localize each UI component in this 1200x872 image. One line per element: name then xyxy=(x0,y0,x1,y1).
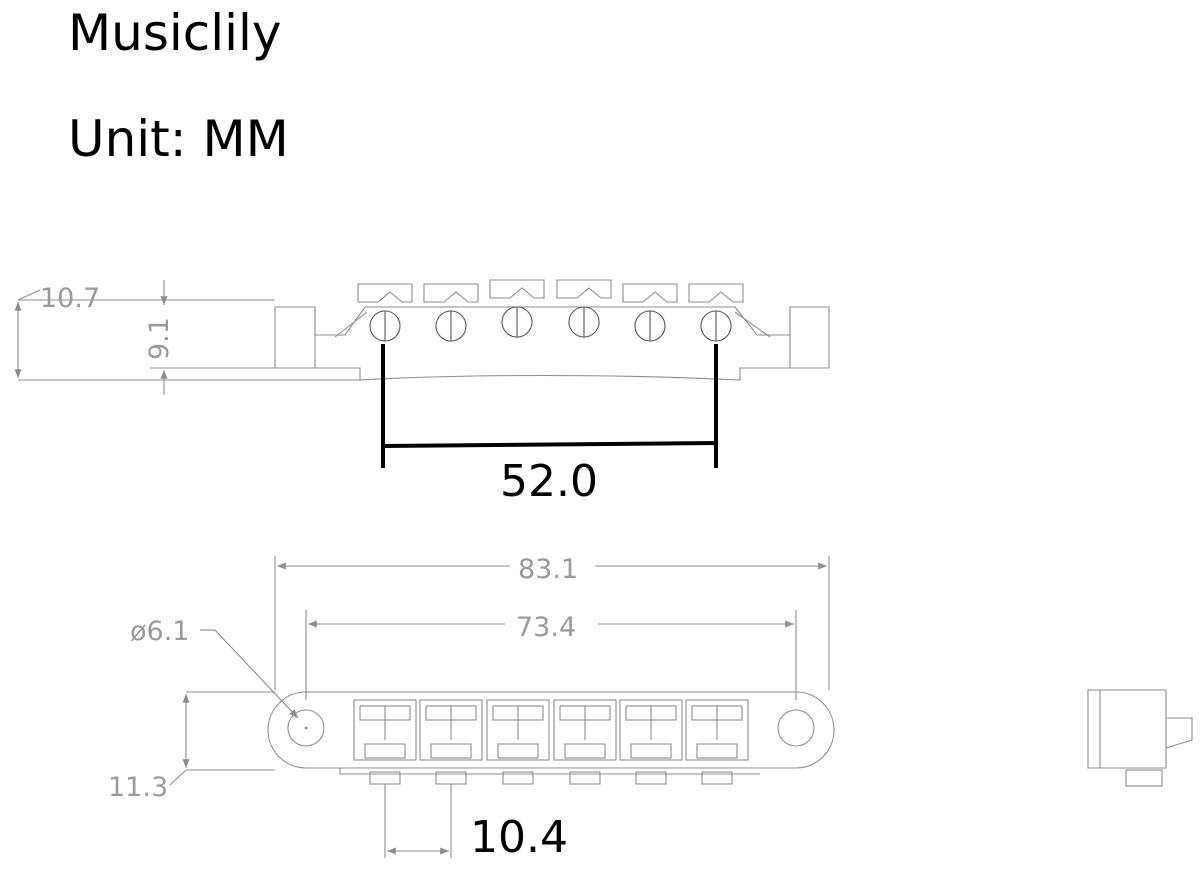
plan-saddle-5 xyxy=(619,699,683,785)
plan-saddle-3-base xyxy=(497,743,539,759)
plan-screw-4 xyxy=(569,771,601,785)
front-left-spring xyxy=(334,311,368,338)
side-view-saddle xyxy=(1165,717,1193,749)
brand-title: Musiclily xyxy=(68,4,282,62)
plan-view: 83.1 73.4 ø6.1 11.3 xyxy=(108,554,1193,863)
plan-saddle-2 xyxy=(419,699,483,785)
plan-saddle-4-base xyxy=(564,743,606,759)
front-saddles xyxy=(357,279,744,303)
plan-saddle-2-body xyxy=(419,699,483,761)
leader-diameter xyxy=(214,629,299,719)
saddle-top-4 xyxy=(556,279,612,299)
stud-hole-left xyxy=(287,709,325,747)
spread-horizontal-line xyxy=(382,441,717,448)
dim-label-spread: 52.0 xyxy=(500,456,598,507)
front-body-outline xyxy=(274,306,830,381)
front-screws xyxy=(369,306,732,342)
base-plate xyxy=(267,691,835,769)
dim-label-diameter: ø6.1 xyxy=(130,616,189,647)
dim-label-inner: 9.1 xyxy=(144,317,175,360)
dim-string-spread: 52.0 xyxy=(381,344,718,507)
plan-saddle-1-body xyxy=(353,699,417,761)
dim-label-stud: 73.4 xyxy=(516,612,576,643)
leader-outer xyxy=(17,289,41,301)
side-view-screw xyxy=(1125,769,1163,787)
plan-saddle-1 xyxy=(353,699,417,785)
plan-saddle-1-base xyxy=(364,743,406,759)
dim-label-overall: 83.1 xyxy=(518,554,578,585)
plan-screw-5 xyxy=(635,771,667,785)
stud-center-left xyxy=(304,726,308,730)
side-view-body xyxy=(1087,689,1167,769)
plan-screw-6 xyxy=(701,771,733,785)
leader-base xyxy=(169,769,187,786)
dim-label-base: 11.3 xyxy=(108,772,168,803)
front-right-spring xyxy=(734,311,771,338)
front-view: 10.7 9.1 52.0 xyxy=(14,279,830,507)
plan-saddle-6-base xyxy=(696,743,738,759)
plan-saddle-6 xyxy=(685,699,749,785)
stud-hole-right xyxy=(777,709,815,747)
side-view xyxy=(1087,689,1193,787)
plan-saddle-5-body xyxy=(619,699,683,761)
plan-saddle-5-base xyxy=(630,743,672,759)
saddle-top-3 xyxy=(489,279,545,299)
plan-saddle-2-base xyxy=(430,743,472,759)
plan-saddle-3 xyxy=(486,699,550,785)
dim-label-saddle: 10.4 xyxy=(470,812,568,863)
plan-saddle-4 xyxy=(553,699,617,785)
saddle-top-5 xyxy=(622,283,678,303)
saddle-top-1 xyxy=(357,283,413,303)
plan-saddle-4-body xyxy=(553,699,617,761)
dim-label-outer: 10.7 xyxy=(40,283,100,314)
saddle-top-2 xyxy=(423,283,479,303)
plan-saddles xyxy=(353,699,749,785)
plan-saddle-6-body xyxy=(685,699,749,761)
unit-label: Unit: MM xyxy=(68,110,289,168)
plan-screw-3 xyxy=(502,771,534,785)
plan-saddle-3-body xyxy=(486,699,550,761)
saddle-top-6 xyxy=(688,283,744,303)
